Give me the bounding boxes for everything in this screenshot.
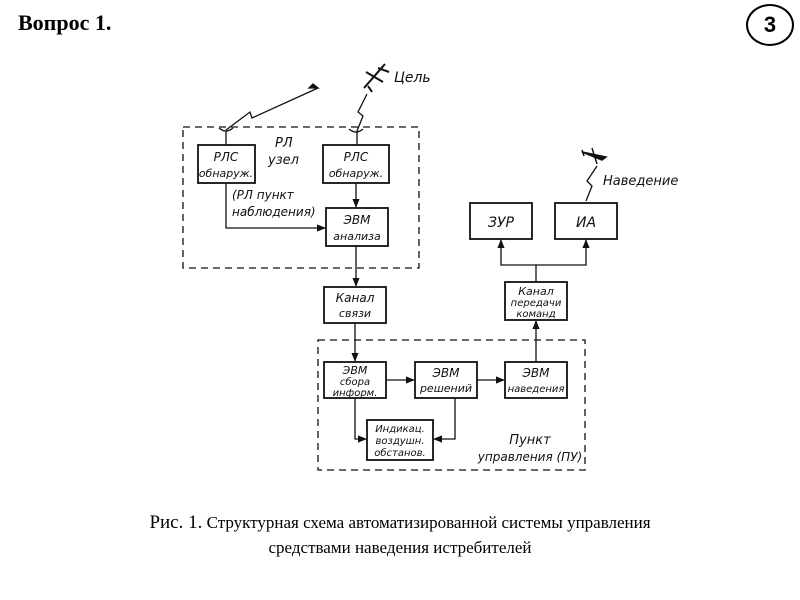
radar-right-line1: РЛС: [344, 150, 369, 164]
computer-collection-block: [323, 361, 387, 399]
command-channel-block: [504, 281, 568, 321]
computer-analysis-line2: анализа: [333, 230, 381, 243]
radar-left-line1: РЛС: [214, 150, 239, 164]
command-channel-line2: передачи: [511, 298, 562, 309]
computer-analysis-line1: ЭВМ: [343, 213, 372, 227]
rl-node-label-1: РЛ: [275, 136, 293, 151]
computer-analysis-block: [325, 207, 389, 247]
computer-decisions-line1: ЭВМ: [432, 366, 461, 380]
comm-channel-block: [323, 286, 387, 324]
computer-decisions-line2: решений: [419, 382, 472, 395]
rl-node-label-2: узел: [267, 153, 299, 168]
control-post-label-2: управления (ПУ): [477, 450, 582, 464]
control-post-boundary: [317, 339, 586, 471]
fighter-label: ИА: [576, 215, 596, 231]
command-channel-line3: команд: [516, 309, 555, 320]
radar-left-block: [197, 144, 256, 184]
control-post-label-1: Пункт: [509, 433, 551, 448]
computer-collection-line1: ЭВМ: [342, 364, 368, 377]
comm-channel-line1: Канал: [336, 291, 375, 305]
connections: [225, 183, 590, 443]
radar-wave-right: [348, 93, 368, 145]
command-channel-line1: Канал: [518, 285, 554, 298]
air-situation-line3: обстанов.: [374, 447, 425, 459]
computer-decisions-block: [414, 361, 478, 399]
observation-post-label-2: наблюдения): [232, 205, 316, 219]
slide-heading: Вопрос 1.: [18, 10, 112, 35]
comm-channel-line2: связи: [339, 307, 371, 320]
air-situation-line1: Индикац.: [375, 424, 425, 435]
computer-guidance-line1: ЭВМ: [522, 366, 551, 380]
air-situation-display-block: [366, 419, 434, 461]
caption-prefix: Рис. 1.: [149, 512, 203, 533]
figure-caption: Рис. 1. Структурная схема автоматизирова…: [60, 510, 740, 560]
guidance-label: Наведение: [603, 174, 678, 189]
target-label: Цель: [394, 70, 431, 86]
radar-left-line2: обнаруж.: [199, 167, 253, 180]
page-number-badge: 3: [746, 4, 794, 46]
guided-aircraft-icon: [581, 147, 608, 165]
rl-node-boundary: [182, 126, 420, 269]
caption-text-2: средствами наведения истребителей: [268, 538, 532, 557]
page-number: 3: [763, 12, 777, 37]
computer-collection-line3: информ.: [333, 388, 378, 399]
guidance-wave: [585, 165, 598, 202]
air-situation-line2: воздушн.: [375, 436, 424, 447]
sam-label: ЗУР: [488, 215, 515, 231]
caption-text-1: Структурная схема автоматизированной сис…: [206, 513, 651, 532]
radar-right-block: [322, 144, 390, 184]
computer-collection-line2: сбора: [340, 376, 370, 388]
observation-post-label-1: (РЛ пункт: [232, 188, 295, 202]
caption-line-1: Рис. 1. Структурная схема автоматизирова…: [60, 510, 740, 535]
sam-block: [469, 202, 533, 240]
radar-wave-left: [218, 83, 320, 145]
target-aircraft-icon: [363, 63, 390, 93]
fighter-block: [554, 202, 618, 240]
radar-right-line2: обнаруж.: [329, 167, 383, 180]
computer-guidance-line2: наведения: [508, 384, 565, 395]
